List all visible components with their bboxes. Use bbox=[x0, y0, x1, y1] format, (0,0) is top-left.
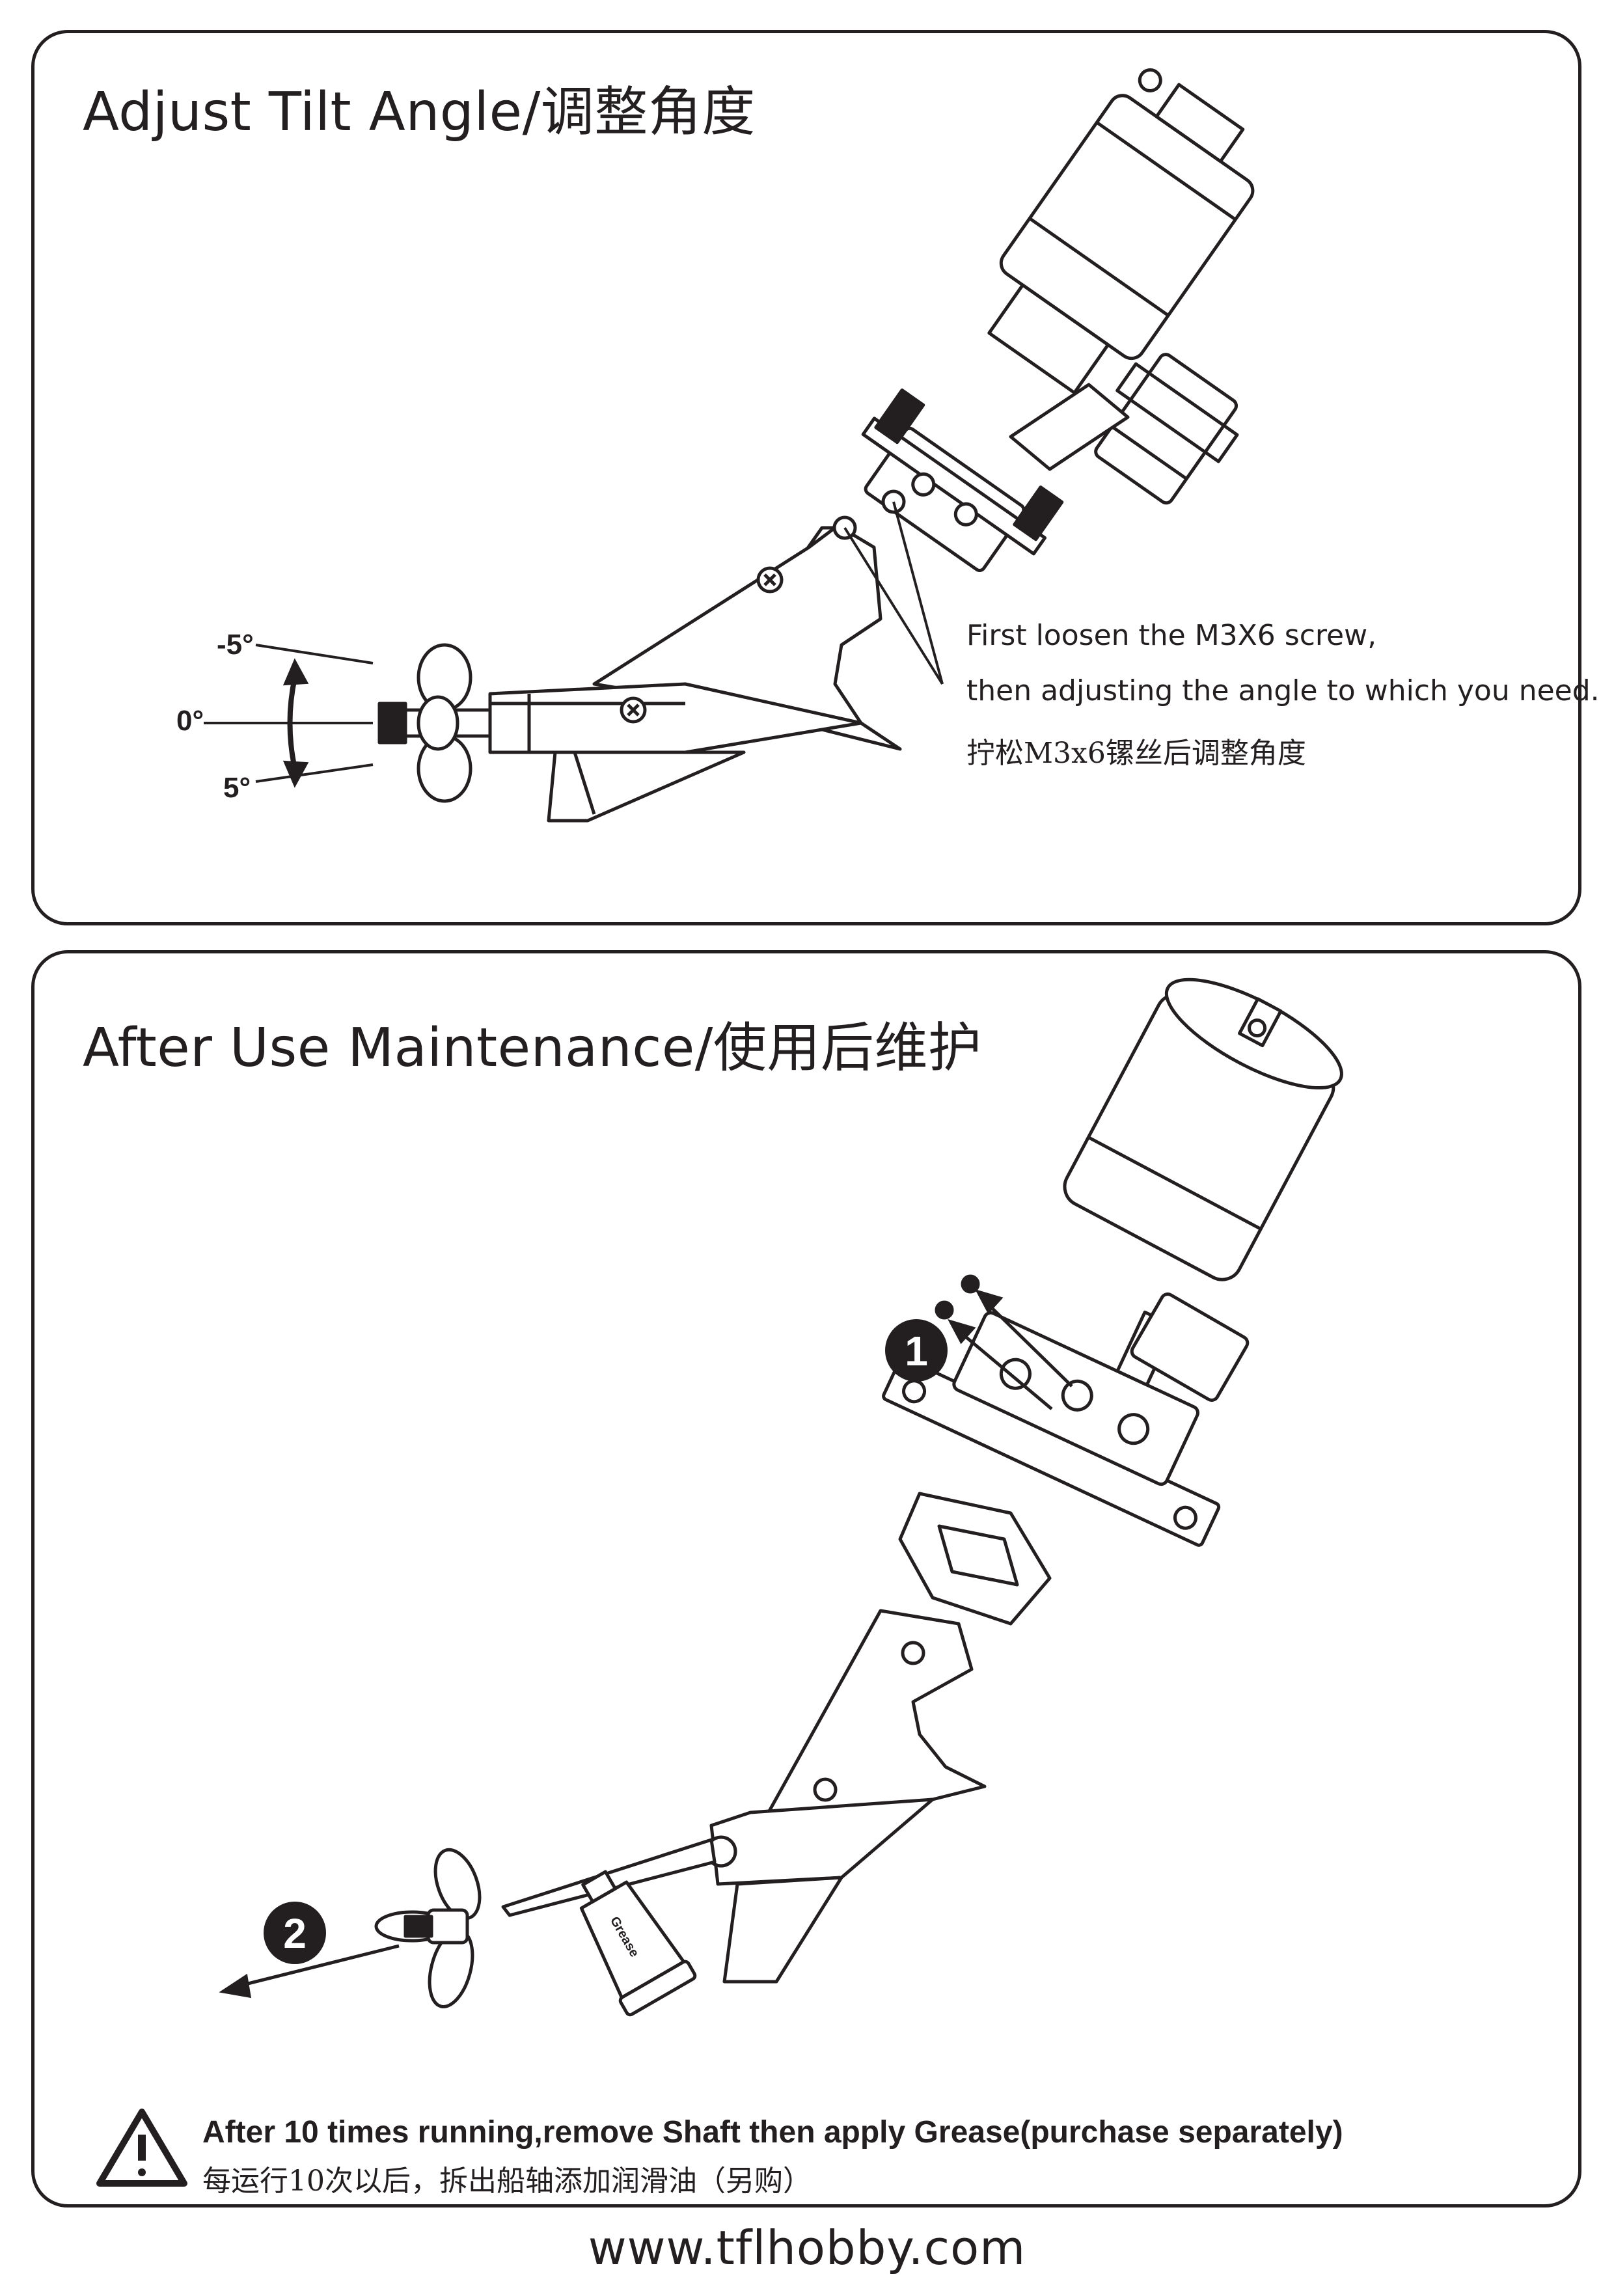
lower-housing-drawing bbox=[709, 1797, 935, 1886]
tilt-instruction-cn: 拧松M3x6镙丝后调整角度 bbox=[966, 737, 1306, 770]
motor-drawing bbox=[1063, 977, 1343, 1281]
warning-text-en: After 10 times running,remove Shaft then… bbox=[202, 2115, 1343, 2150]
shaft-removal-arrow bbox=[229, 1944, 400, 1990]
step-2-label: 2 bbox=[283, 1910, 307, 1957]
motor-drawing bbox=[987, 68, 1255, 394]
tilt-arrow-icon bbox=[287, 677, 297, 769]
maintenance-section-title: After Use Maintenance/使用后维护 bbox=[83, 1017, 982, 1079]
angle-label-minus: -5° bbox=[217, 629, 254, 661]
warning-text-cn: 每运行10次以后，拆出船轴添加润滑油（另购） bbox=[202, 2165, 812, 2198]
nut-icon bbox=[935, 1300, 954, 1320]
keel-fin-drawing bbox=[722, 1876, 843, 1984]
mount-plate-drawing bbox=[882, 1310, 1221, 1547]
tilt-angle-panel: Adjust Tilt Angle/调整角度 bbox=[31, 30, 1600, 925]
angle-line-plus bbox=[255, 763, 374, 783]
tilt-section-title: Adjust Tilt Angle/调整角度 bbox=[83, 81, 756, 143]
footer-url: www.tflhobby.com bbox=[588, 2221, 1026, 2275]
angle-line-minus bbox=[255, 644, 374, 664]
maintenance-drive-drawing bbox=[96, 977, 1343, 2187]
maintenance-panel: After Use Maintenance/使用后维护 bbox=[31, 950, 1581, 2207]
propeller-drawing bbox=[417, 643, 472, 803]
step-1-badge bbox=[885, 1319, 948, 1382]
lower-housing-drawing bbox=[488, 682, 863, 754]
warning-triangle-icon bbox=[96, 2109, 187, 2187]
angle-label-zero: 0° bbox=[176, 705, 204, 737]
nut-icon bbox=[961, 1274, 980, 1294]
grease-tube-icon bbox=[579, 1870, 697, 2017]
angle-label-plus: 5° bbox=[223, 772, 251, 804]
mount-bracket-drawing bbox=[861, 388, 1064, 572]
servo-drawing bbox=[1094, 353, 1239, 505]
step-2-badge bbox=[264, 1902, 326, 1964]
tilt-instruction-line1: First loosen the M3X6 screw, bbox=[966, 619, 1377, 652]
propeller-drawing bbox=[374, 1848, 482, 2008]
tilt-drive-drawing bbox=[204, 68, 1255, 823]
step-1-label: 1 bbox=[905, 1328, 928, 1374]
tilt-instruction-line2: then adjusting the angle to which you ne… bbox=[966, 674, 1600, 707]
keel-fin-drawing bbox=[547, 750, 746, 823]
